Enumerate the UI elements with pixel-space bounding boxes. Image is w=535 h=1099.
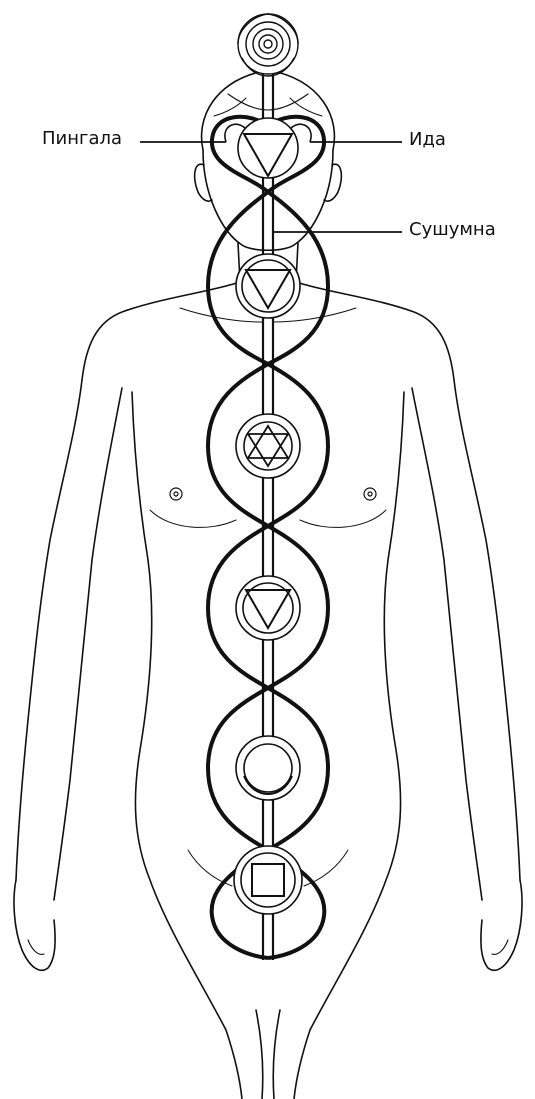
muladhara-chakra bbox=[234, 846, 302, 914]
svadhisthana-chakra bbox=[236, 736, 300, 800]
ida-label: Ида bbox=[409, 131, 446, 149]
ida-pingala-channels bbox=[208, 117, 328, 958]
sushumna-label: Сушумна bbox=[409, 221, 496, 239]
pingala-label: Пингала bbox=[42, 130, 122, 148]
manipura-chakra bbox=[236, 576, 300, 640]
vishuddha-chakra bbox=[236, 254, 300, 318]
ajna-chakra bbox=[225, 118, 311, 178]
anahata-chakra bbox=[236, 414, 300, 478]
sushumna-channel bbox=[263, 74, 273, 960]
crown-lotus bbox=[238, 14, 298, 76]
